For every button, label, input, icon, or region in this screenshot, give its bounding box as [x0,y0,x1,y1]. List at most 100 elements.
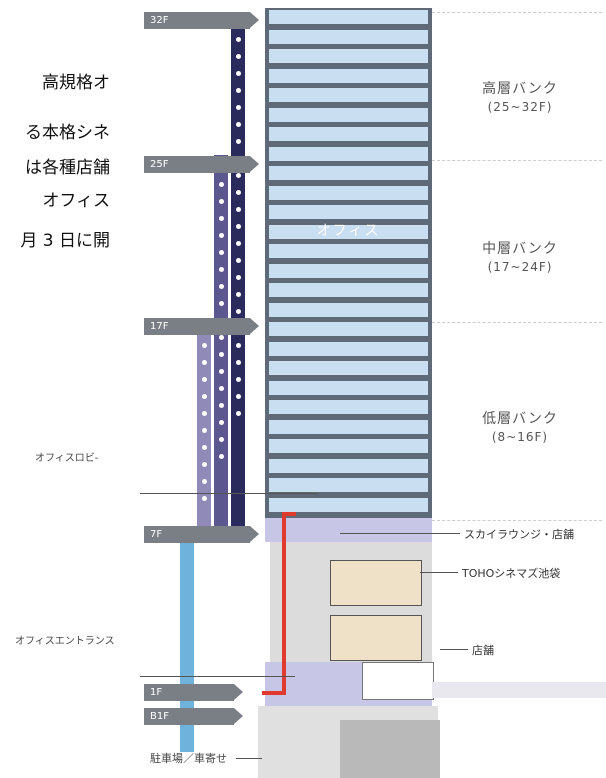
bank-divider-8 [432,520,602,521]
cinema-screen-2 [330,615,422,661]
window-band [269,380,428,395]
window-band [269,458,428,473]
office-tower: オフィス [265,8,432,518]
elevator-stop-dot [235,360,241,365]
elevator-stop-dot [201,343,207,348]
elevator-stop-dot [235,88,241,93]
elevator-stop-dot [201,377,207,382]
window-band [269,68,428,83]
window-band [269,185,428,200]
elevator-stop-dot [218,267,224,272]
tower-windows [269,10,428,516]
floor-tag-17f: 17F [144,318,259,335]
cinema-leader [420,572,458,573]
access-route-vertical-upper [282,512,286,692]
elevator-stop-dot [201,360,207,365]
elevator-stop-dot [218,335,224,340]
office-lobby-label: オフィスロビ- [35,453,99,464]
bank-low-range: (8~16F) [491,430,549,444]
office-label: オフィス [316,223,381,239]
cinema-screen-1 [330,560,422,606]
parking-label: 駐車場／車寄せ [150,752,227,765]
window-band [269,224,428,239]
elevator-stop-dot [235,411,241,416]
elevator-stop-dot [235,173,241,178]
intro-line-4: オフィス [42,191,110,211]
window-band [269,361,428,375]
window-band [269,88,428,102]
elevator-stop-dot [201,496,207,501]
elevator-stop-dot [201,462,207,467]
elevator-stop-dot [235,139,241,144]
elevator-stop-dot [218,216,224,221]
walkway [432,682,606,698]
bank-divider-25 [432,160,602,161]
window-band [269,49,428,63]
window-band [269,10,428,24]
elevator-stop-dot [235,309,241,314]
elevator-stop-dot [235,224,241,229]
elevator-stop-dot [201,479,207,484]
bank-high-range: (25~32F) [487,100,553,114]
elevator-stop-dot [235,343,241,348]
office-entrance-leader [140,676,295,677]
elevator-stop-dot [201,428,207,433]
window-band [269,29,428,44]
shops-label: 店舗 [472,644,494,657]
cinema-label: TOHOシネマズ池袋 [462,567,561,580]
elevator-stop-dot [235,71,241,76]
elevator-stop-dot [218,403,224,408]
bank-mid-range: (17~24F) [487,260,553,274]
access-route-bottom [262,691,286,695]
office-entrance-label: オフィスエントランス [15,636,115,647]
window-band [269,302,428,317]
elevator-stop-dot [218,284,224,289]
window-band [269,107,428,122]
elevator-stop-dot [235,258,241,263]
elevator-stop-dot [218,352,224,357]
elevator-stop-dot [218,386,224,391]
sky-lounge-floor [265,518,432,542]
floor-tag-7f: 7F [144,526,259,543]
window-band [269,478,428,492]
elevator-high-stops [231,20,245,428]
shop-annex [362,662,434,700]
floor-tag-25f-label: 25F [150,159,169,170]
window-band [269,166,428,180]
window-band [269,419,428,434]
intro-line-2: る本格シネ [25,123,110,143]
lounge-leader [340,533,460,534]
elevator-stop-dot [235,207,241,212]
elevator-stop-dot [235,105,241,110]
floor-tag-17f-label: 17F [150,321,169,332]
floor-tag-b1f: B1F [144,708,243,725]
elevator-stop-dot [201,411,207,416]
window-band [269,127,428,141]
elevator-stop-dot [218,369,224,374]
floor-tag-1f-label: 1F [150,687,163,698]
elevator-stop-dot [218,250,224,255]
parking-leader [236,758,262,759]
bank-divider-17 [432,322,602,323]
intro-line-3: は各種店舗 [25,158,110,178]
window-band [269,497,428,512]
elevator-stop-dot [235,190,241,195]
elevator-stop-dot [218,199,224,204]
elevator-stop-dot [218,454,224,459]
window-band [269,341,428,356]
floor-tag-7f-label: 7F [150,529,163,540]
bank-mid-title: 中層バンク [482,241,558,257]
elevator-stop-dot [235,54,241,59]
elevator-stop-dot [235,37,241,42]
elevator-stop-dot [218,420,224,425]
window-band [269,322,428,336]
bank-high-title: 高層バンク [482,81,558,97]
window-band [269,400,428,414]
floor-tag-32f: 32F [144,12,259,29]
bank-low-title: 低層バンク [482,411,558,427]
window-band [269,263,428,278]
elevator-mid [214,155,228,542]
intro-line-1: 高規格オ [42,73,110,93]
basement-dark [340,720,440,778]
window-band [269,205,428,219]
